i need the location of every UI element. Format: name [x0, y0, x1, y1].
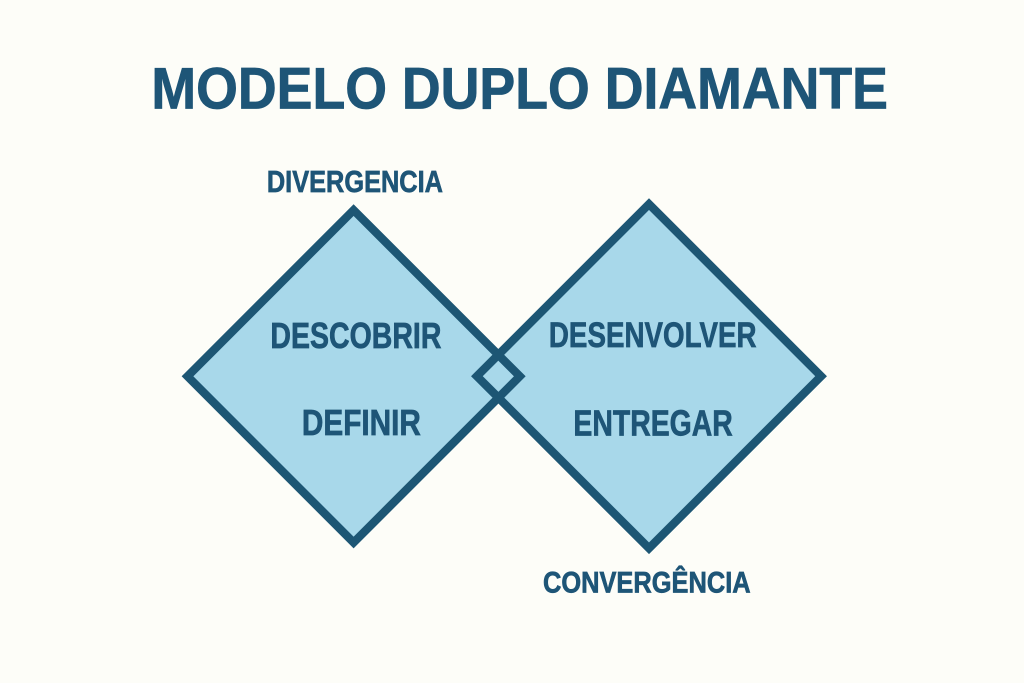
svg-text:ENTREGAR: ENTREGAR [573, 403, 732, 443]
svg-text:DESENVOLVER: DESENVOLVER [549, 315, 757, 355]
svg-text:DIVERGENCIA: DIVERGENCIA [267, 165, 443, 200]
svg-text:CONVERGÊNCIA: CONVERGÊNCIA [543, 565, 751, 598]
svg-text:MODELO DUPLO DIAMANTE: MODELO DUPLO DIAMANTE [151, 55, 888, 121]
svg-text:DEFINIR: DEFINIR [302, 402, 421, 442]
svg-text:DESCOBRIR: DESCOBRIR [270, 316, 441, 356]
